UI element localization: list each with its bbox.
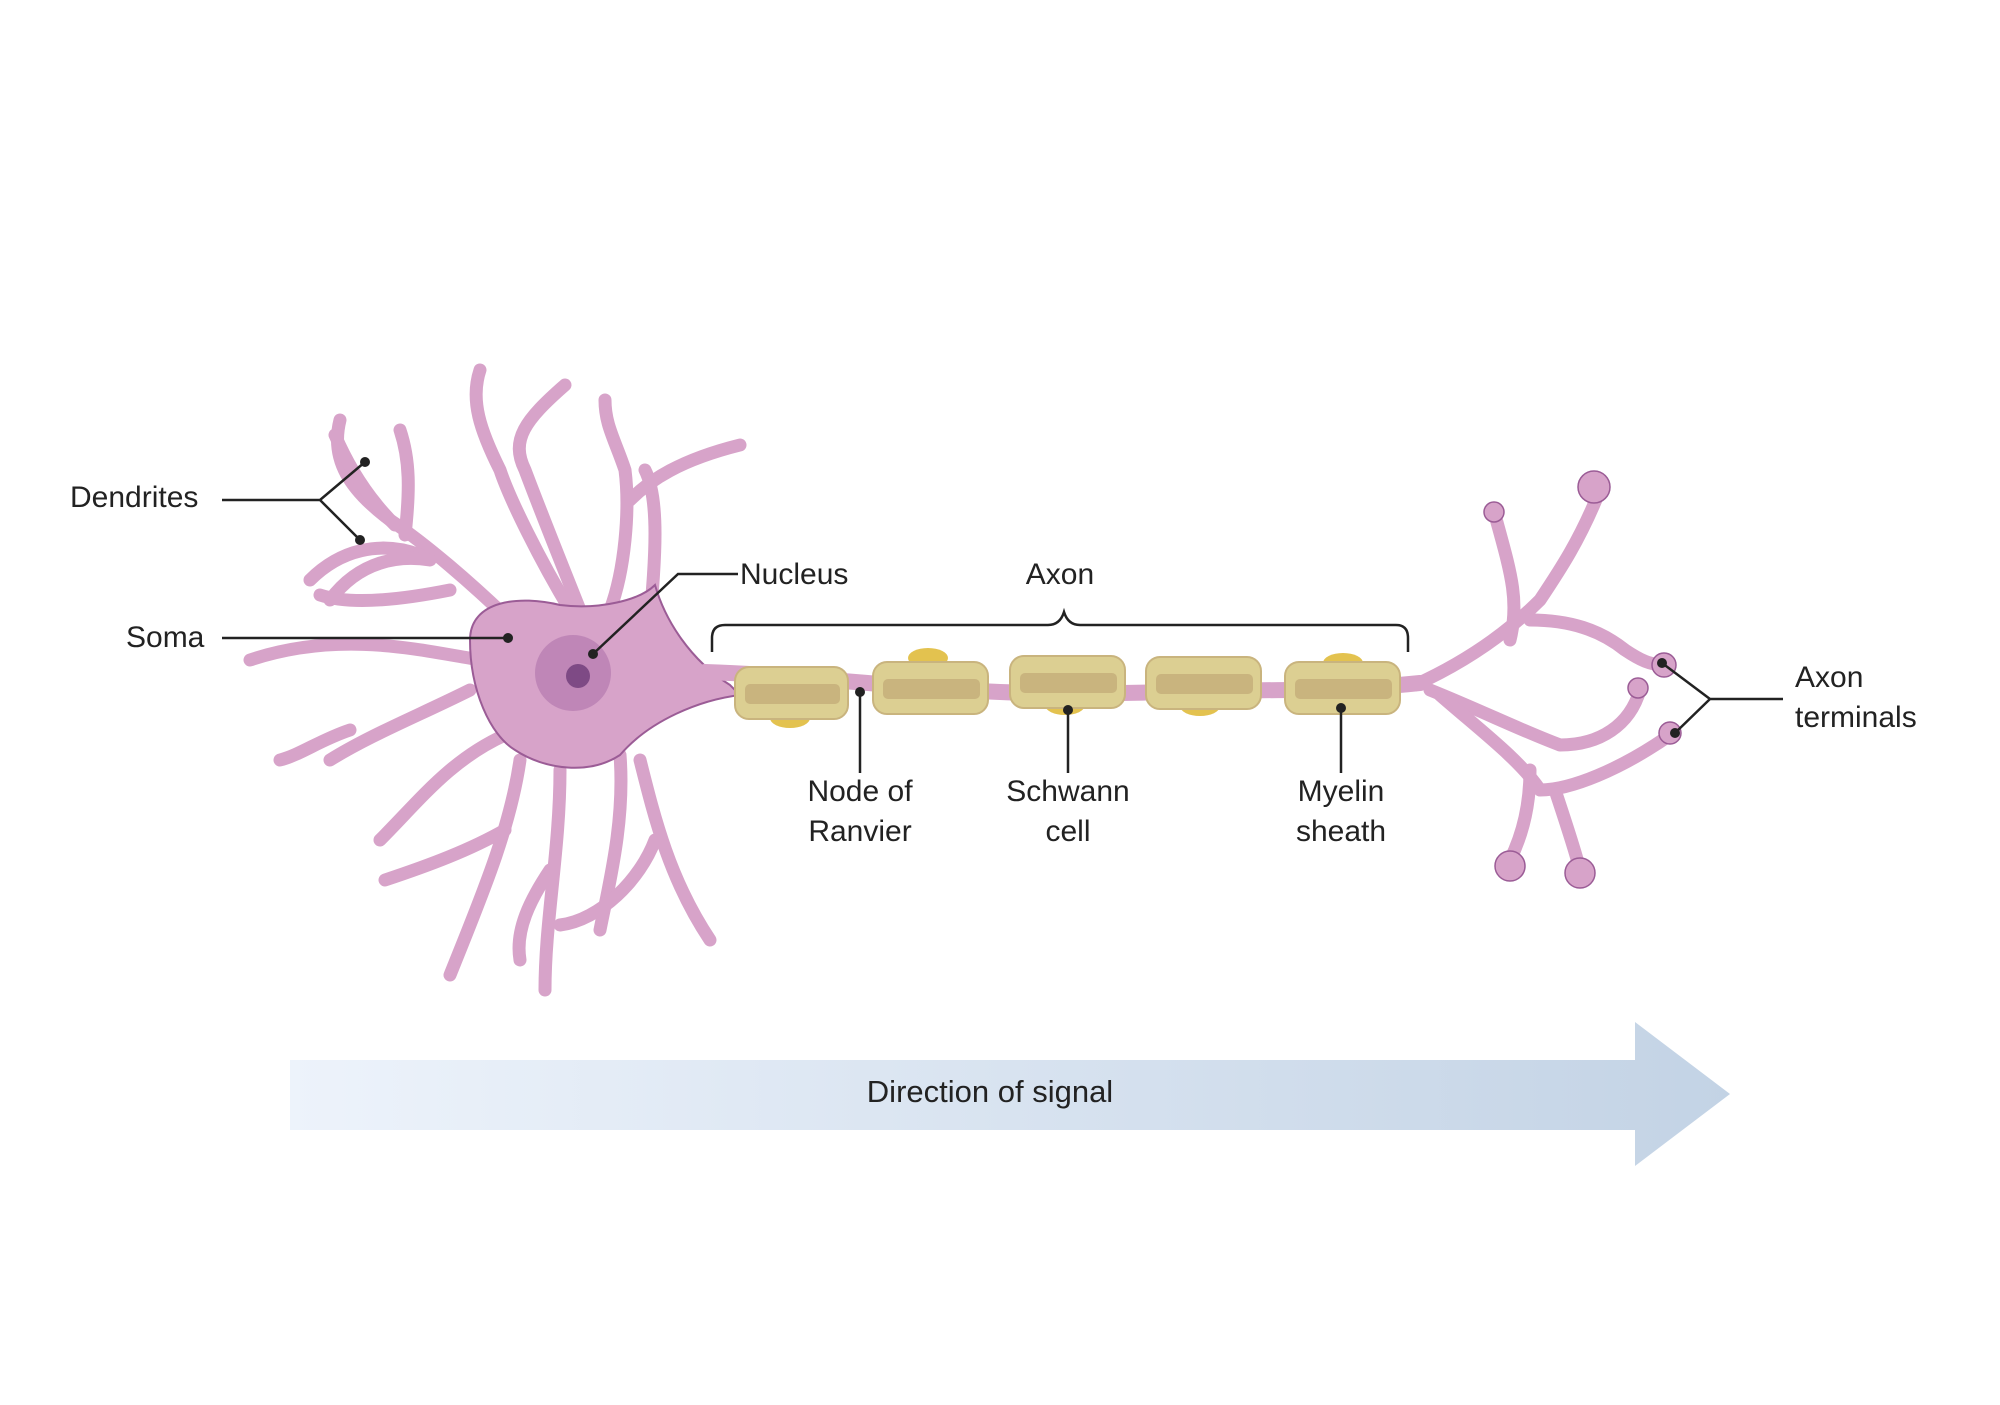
dendrite-top-2 [512, 378, 587, 617]
node-of-ranvier-label-line-1: Node of [807, 775, 913, 808]
soma-label: Soma [126, 621, 205, 654]
terminal-bouton [1494, 850, 1526, 882]
schwann-cell-segment [734, 666, 849, 728]
nucleus-label: Nucleus [740, 558, 849, 591]
node-of-ranvier-label: Node of Ranvier [760, 772, 960, 852]
dendrite-left-3 [273, 723, 357, 767]
nucleolus [566, 664, 590, 688]
axon-terminals-leader-dot [1657, 658, 1667, 668]
schwann-cell-segment [1145, 656, 1262, 716]
node-of-ranvier-leader-dot [855, 687, 865, 697]
dendrite-left-2 [323, 683, 477, 767]
dendrite-lower-3 [538, 763, 567, 997]
dendrites-leader [222, 461, 366, 541]
terminal-branch-middle [1423, 683, 1647, 752]
dendrite-upper-left-branch-a [328, 428, 402, 532]
dendrites-leader-dot [355, 535, 365, 545]
node-of-ranvier-label-line-2: Ranvier [808, 815, 912, 848]
myelin-sheath-label-line-2: sheath [1295, 815, 1387, 848]
terminal-branch-lower [1433, 688, 1677, 797]
neuron [243, 363, 1682, 997]
terminal-bouton [1564, 857, 1596, 889]
axon-brace [710, 607, 1410, 652]
soma-leader-dot [503, 633, 513, 643]
schwann-cell-leader-dot [1063, 705, 1073, 715]
dendrite-upper-left-branch-c [303, 541, 427, 587]
dendrite-top-1 [469, 363, 577, 617]
dendrites-label: Dendrites [70, 481, 199, 514]
axon-terminals-leader-dot [1670, 728, 1680, 738]
axon-terminal-branches [1408, 483, 1677, 877]
terminal-bouton [1577, 470, 1611, 504]
terminal-bouton [1483, 501, 1505, 523]
dendrites-leader-dot [360, 457, 370, 467]
dendrite-lower-5-branch [553, 833, 662, 932]
schwann-cell-label-line-1: Schwann [1006, 775, 1130, 808]
direction-of-signal-label: Direction of signal [866, 1074, 1114, 1109]
nucleus-leader [592, 572, 738, 655]
axon-terminals-label-line-2: terminals [1795, 701, 1917, 734]
terminal-branch-lower-2 [1503, 763, 1537, 867]
axon-terminals-label-line-1: Axon [1795, 661, 1864, 694]
axon-terminals-leader [1661, 662, 1783, 734]
myelin-sheath-label: Myelin sheath [1241, 772, 1441, 852]
axon-label: Axon [1025, 558, 1095, 591]
schwann-cell-label: Schwann cell [968, 772, 1168, 852]
dendrite-lower-3-branch [512, 863, 557, 967]
schwann-cell-segment [872, 648, 989, 715]
direction-arrow [290, 1022, 1730, 1166]
dendrite-upper-left-branch-b [393, 423, 415, 542]
axon-terminal-boutons [1483, 470, 1682, 889]
dendrite-lower-1 [373, 728, 512, 847]
myelin-sheath-label-line-1: Myelin [1297, 775, 1385, 808]
schwann-cell-segment [1009, 655, 1126, 715]
dendrite-lower-2 [443, 753, 527, 982]
dendrite-lower-2-branch [378, 823, 512, 887]
dendrite-lower-5 [633, 753, 717, 947]
schwann-cell-label-line-2: cell [1045, 815, 1091, 848]
nucleus-leader-dot [588, 649, 598, 659]
terminal-bouton [1627, 677, 1649, 699]
dendrite-left-1 [243, 637, 487, 667]
dendrite-top-3 [598, 393, 634, 617]
terminal-branch-upper-3 [1523, 613, 1672, 672]
schwann-cell-segment [1284, 653, 1401, 715]
leader-lines [222, 457, 1783, 773]
dendrite-upper-left-branch-e [323, 551, 437, 607]
myelin-sheath-segments [734, 648, 1401, 728]
axon-terminals-label: Axon terminals [1795, 658, 1917, 738]
myelin-sheath-leader-dot [1336, 703, 1346, 713]
dendrite-top-3-branch [623, 438, 747, 507]
terminal-branch-upper [1408, 483, 1607, 692]
terminal-branch-upper-2 [1488, 508, 1521, 647]
